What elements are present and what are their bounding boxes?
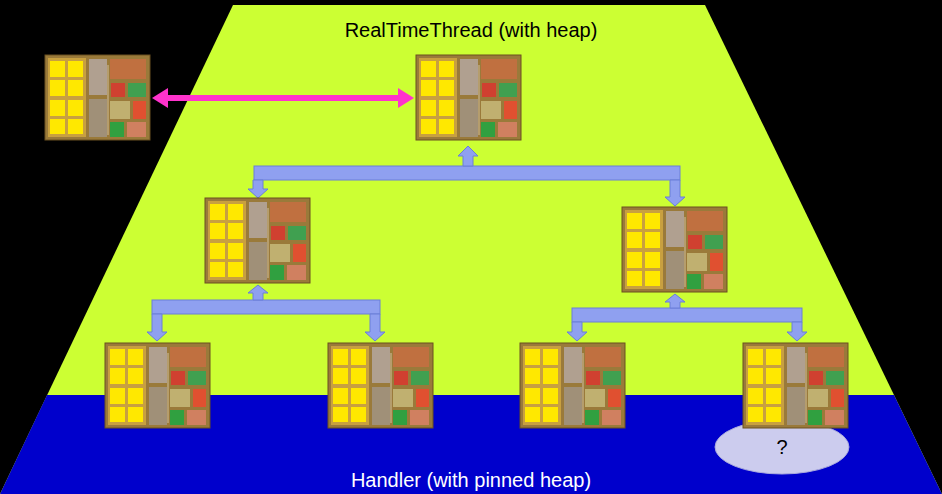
processor-chip	[45, 55, 848, 428]
tree-connector	[147, 146, 807, 341]
link-arrow	[152, 88, 414, 108]
node-label: ?	[776, 435, 787, 459]
node-label: RealTimeThread (with heap)	[345, 19, 598, 41]
node-label: Handler (with pinned heap)	[351, 469, 591, 491]
text-holder: RealTimeThread (with heap)	[0, 18, 942, 42]
